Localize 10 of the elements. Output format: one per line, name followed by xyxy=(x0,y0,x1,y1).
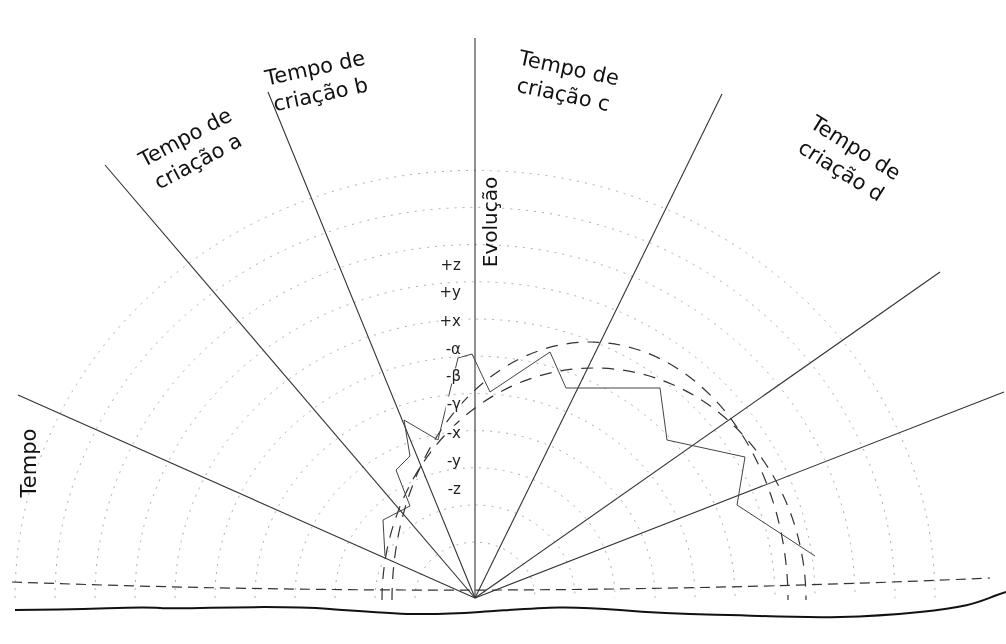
axis-label: +z xyxy=(439,257,462,273)
axis-label: +y xyxy=(438,284,462,300)
axis-label: -x xyxy=(445,425,462,441)
axis-label: -γ xyxy=(445,396,462,412)
sector-label: Tempo de criação b xyxy=(261,44,372,119)
axis-label: +x xyxy=(438,313,462,329)
axis-label: -β xyxy=(445,368,462,384)
sector-label: Evolução xyxy=(477,175,503,270)
sector-label: Tempo de criação c xyxy=(513,44,623,119)
sector-label: Tempo xyxy=(16,427,43,500)
